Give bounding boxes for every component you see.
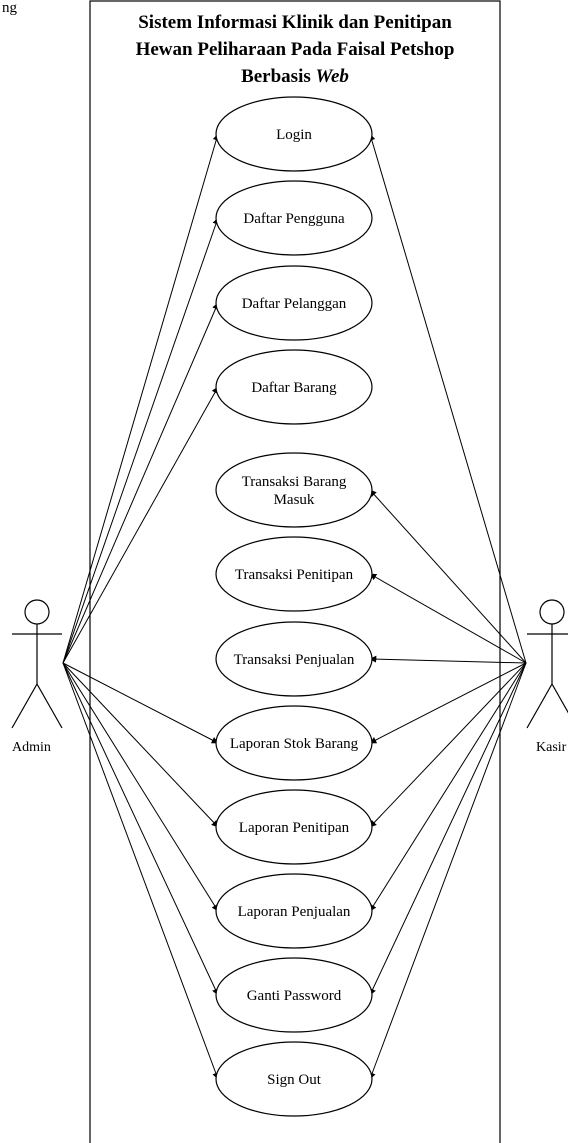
kasir-actor-icon [526,599,568,729]
system-title-line-2: Hewan Peliharaan Pada Faisal Petshop [135,39,455,60]
admin-association-daftar-barang [62,386,219,664]
use-case-label: Laporan Penjualan [238,904,351,920]
use-case-transaksi-penitipan: Transaksi Penitipan [215,536,373,612]
admin-association-daftar-pelanggan [62,302,219,664]
use-case-laporan-penitipan: Laporan Penitipan [215,789,373,865]
use-case-label: Daftar Pengguna [243,211,345,227]
admin-association-login [62,133,220,664]
use-case-label: Daftar Pelanggan [242,296,347,312]
system-title-prefix: Berbasis [241,66,316,87]
kasir-association-ganti-password [369,662,527,996]
use-case-label: Sign Out [267,1072,322,1088]
system-title-line-3: Berbasis Web [90,66,500,88]
kasir-association-laporan-penjualan [369,662,527,912]
use-case-label: Transaksi Barang [242,474,347,490]
system-title-line-1: Sistem Informasi Klinik dan Penitipan [138,12,452,33]
admin-association-daftar-pengguna [62,217,220,664]
kasir-association-laporan-stok-barang [369,662,527,744]
use-case-label: Login [276,127,312,143]
use-case-laporan-stok-barang: Laporan Stok Barang [215,705,373,781]
admin-association-laporan-stok-barang [62,662,219,744]
use-case-daftar-pengguna: Daftar Pengguna [215,180,373,256]
kasir-association-transaksi-penjualan [369,655,527,664]
kasir-actor-label: Kasir [536,740,567,755]
use-case-ganti-password: Ganti Password [215,957,373,1033]
kasir-association-sign-out [368,662,527,1080]
use-case-label: Ganti Password [247,988,342,1004]
use-case-laporan-penjualan: Laporan Penjualan [215,873,373,949]
kasir-association-transaksi-barang-masuk [369,489,527,664]
use-case-label: Laporan Penitipan [239,820,350,836]
use-case-sign-out: Sign Out [215,1041,373,1117]
admin-actor-label: Admin [12,740,51,755]
admin-association-sign-out [62,662,220,1080]
admin-association-ganti-password [62,662,219,996]
use-case-login: Login [215,96,373,172]
admin-association-laporan-penjualan [62,662,219,912]
admin-association-laporan-penitipan [62,662,219,828]
kasir-association-login [368,133,527,664]
system-title-web: Web [315,66,349,87]
kasir-association-transaksi-penitipan [369,573,527,664]
use-case-label: Transaksi Penjualan [234,652,355,668]
use-case-label: Masuk [274,492,315,508]
kasir-association-laporan-penitipan [369,662,527,828]
admin-actor-icon [11,599,63,729]
use-case-daftar-barang: Daftar Barang [215,349,373,425]
use-case-label: Laporan Stok Barang [230,736,359,752]
use-case-daftar-pelanggan: Daftar Pelanggan [215,265,373,341]
figure-caption: ng [2,0,17,16]
use-case-label: Transaksi Penitipan [235,567,354,583]
use-case-label: Daftar Barang [251,380,337,396]
use-case-transaksi-penjualan: Transaksi Penjualan [215,621,373,697]
